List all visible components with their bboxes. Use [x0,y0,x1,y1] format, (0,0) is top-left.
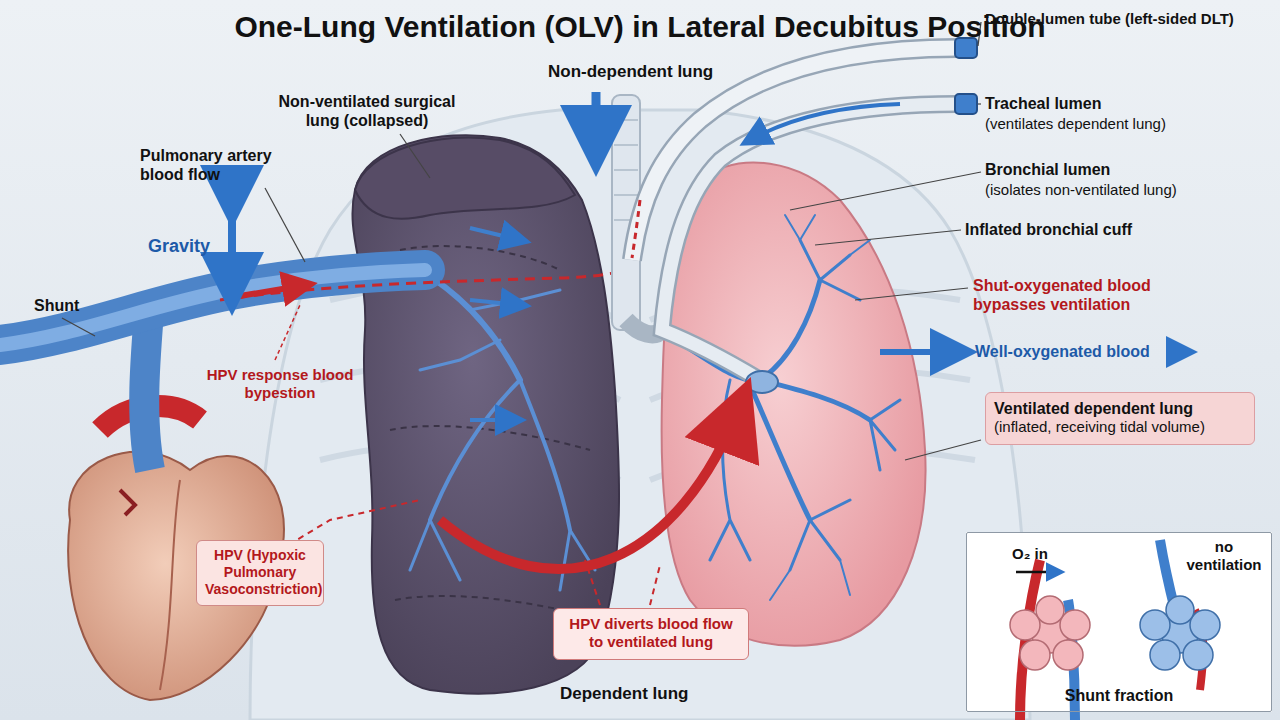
node-text: Ventilated dependent lung [994,399,1246,418]
callout-label: HPV response blood bypestion [205,366,355,402]
inset-label: no ventilation [1182,538,1266,574]
callout-box: HPV (Hypoxic Pulmonary Vasoconstriction) [196,540,324,606]
callout-label: Non-ventilated surgical lung (collapsed) [262,92,472,130]
callout-box: HPV diverts blood flow to ventilated lun… [553,608,749,660]
node-text: HPV (Hypoxic Pulmonary Vasoconstriction) [205,547,315,597]
region-label: Dependent lung [560,684,688,704]
inset-panel: Shunt fraction [966,532,1272,712]
callout-label: Double-lumen tube (left-sided DLT) [985,10,1275,28]
callout-label: Shut-oxygenated blood bypasses ventilati… [973,276,1203,314]
node-text: HPV diverts blood flow to ventilated lun… [562,615,740,651]
node-text: (inflated, receiving tidal volume) [994,418,1246,436]
callout-label: Tracheal lumen [985,94,1102,113]
callout-label: Pulmonary artery blood flow [140,146,280,184]
callout-label: Shunt [34,296,79,315]
flow-label: Well-oxygenated blood [975,342,1150,361]
node-text: Shunt fraction [975,686,1263,705]
region-label: Non-dependent lung [548,62,713,82]
force-label: Gravity [148,236,210,258]
callout-box: Ventilated dependent lung(inflated, rece… [985,392,1255,445]
callout-label: Bronchial lumen [985,160,1110,179]
callout-note: (ventilates dependent lung) [985,115,1166,133]
inset-label: O₂ in [1012,545,1048,563]
callout-label: Inflated bronchial cuff [965,220,1132,239]
callout-note: (isolates non-ventilated lung) [985,181,1177,199]
